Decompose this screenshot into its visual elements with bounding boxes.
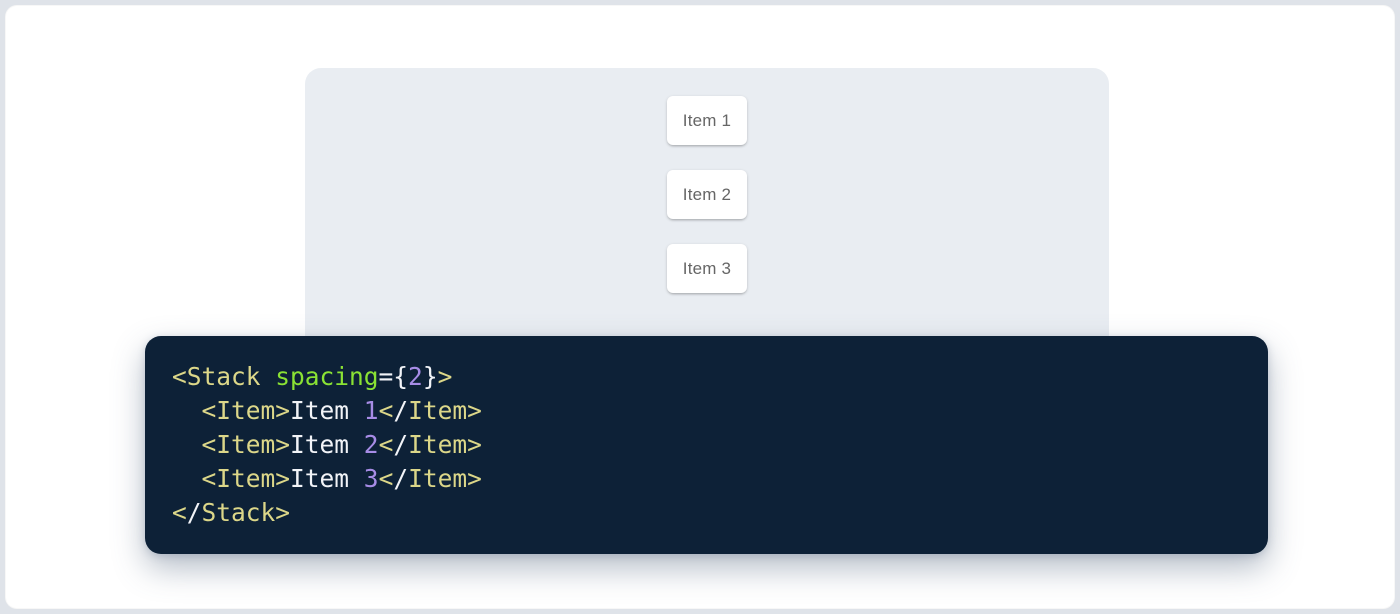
code-token-num: 2 (363, 430, 379, 459)
stack-item-label: Item 3 (682, 258, 732, 278)
code-token-plain (172, 396, 202, 425)
code-token-punct: / (393, 430, 409, 459)
code-line: <Item>Item 1</Item> (172, 394, 1268, 428)
code-token-attr: spacing (275, 362, 379, 391)
stack-item: Item 3 (667, 244, 747, 293)
code-token-tag: < (378, 396, 394, 425)
code-line: <Stack spacing={2}> (172, 360, 1268, 394)
code-token-num: 3 (363, 464, 379, 493)
code-token-tag: > (437, 362, 453, 391)
demo-preview-panel: Item 1 Item 2 Item 3 (305, 68, 1109, 378)
code-token-plain: Item (290, 464, 364, 493)
code-token-plain: Item (290, 396, 364, 425)
code-token-tag: <Stack (172, 362, 276, 391)
code-token-punct: / (186, 498, 202, 527)
code-token-tag: Item> (408, 430, 482, 459)
stack-items: Item 1 Item 2 Item 3 (305, 68, 1109, 293)
code-token-tag: <Item> (201, 396, 291, 425)
stack-item-label: Item 1 (682, 110, 732, 130)
code-token-punct: } (422, 362, 438, 391)
code-token-plain (172, 430, 202, 459)
code-token-tag: < (378, 464, 394, 493)
code-token-punct: / (393, 464, 409, 493)
code-token-num: 1 (363, 396, 379, 425)
code-block: <Stack spacing={2}> <Item>Item 1</Item> … (145, 336, 1268, 554)
stack-item: Item 2 (667, 170, 747, 219)
code-token-plain: Item (290, 430, 364, 459)
code-token-tag: <Item> (201, 464, 291, 493)
code-line: <Item>Item 2</Item> (172, 428, 1268, 462)
code-token-tag: < (172, 498, 187, 527)
code-token-punct: / (393, 396, 409, 425)
code-line: </Stack> (172, 496, 1268, 530)
code-token-tag: <Item> (201, 430, 291, 459)
code-token-tag: < (378, 430, 394, 459)
code-token-plain (172, 464, 202, 493)
code-line: <Item>Item 3</Item> (172, 462, 1268, 496)
stack-item: Item 1 (667, 96, 747, 145)
code-token-num: 2 (408, 362, 423, 391)
code-token-punct: ={ (378, 362, 409, 391)
stack-item-label: Item 2 (682, 184, 732, 204)
code-token-tag: Stack> (201, 498, 291, 527)
code-token-tag: Item> (408, 396, 482, 425)
code-token-tag: Item> (408, 464, 482, 493)
